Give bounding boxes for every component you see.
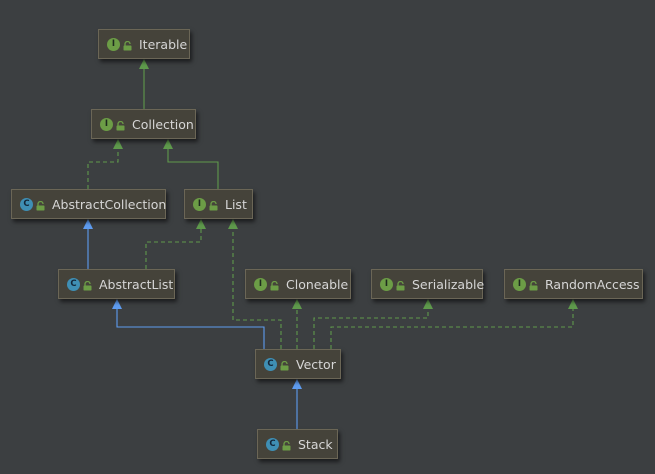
node-label: AbstractList (99, 276, 174, 292)
edge-stack-to-vector (292, 379, 302, 429)
lock-icon (396, 279, 405, 291)
interface-icon: I (100, 117, 113, 131)
node-serializable[interactable]: I Serializable (371, 269, 485, 299)
node-label: Stack (298, 436, 333, 452)
node-abstractcollection[interactable]: C AbstractCollection (11, 189, 166, 219)
edge-line (330, 308, 574, 349)
lock-icon (83, 279, 92, 291)
edge-line (87, 148, 119, 189)
class-icon: C (266, 437, 279, 451)
edge-line (313, 308, 429, 349)
node-label: Iterable (139, 36, 188, 52)
interface-icon: I (107, 37, 120, 51)
node-collection[interactable]: I Collection (91, 109, 196, 139)
class-icon: C (264, 357, 277, 371)
node-list[interactable]: I List (184, 189, 253, 219)
edge-vector-to-randomaccess (330, 299, 578, 349)
edge-line (145, 228, 202, 269)
lock-icon (209, 199, 218, 211)
node-label: Collection (132, 116, 194, 132)
arrowhead (163, 139, 173, 149)
edge-vector-to-serializable (313, 299, 433, 349)
edge-line (167, 148, 219, 189)
arrowhead (139, 59, 149, 69)
node-cloneable[interactable]: I Cloneable (245, 269, 351, 299)
node-iterable[interactable]: I Iterable (98, 29, 190, 59)
edge-line (232, 228, 282, 349)
edge-collection-to-iterable (139, 59, 149, 109)
arrowhead (292, 299, 302, 309)
node-vector[interactable]: C Vector (255, 349, 341, 379)
lock-icon (116, 119, 125, 131)
edge-abstractlist-to-list (145, 219, 206, 269)
edge-vector-to-cloneable (292, 299, 302, 349)
lock-icon (36, 199, 45, 211)
edge-list-to-collection (163, 139, 219, 189)
class-icon: C (20, 197, 33, 211)
interface-icon: I (513, 277, 526, 291)
node-label: AbstractCollection (52, 196, 167, 212)
node-label: List (225, 196, 247, 212)
edge-vector-to-abstractlist (112, 299, 265, 349)
edge-vector-to-list (228, 219, 282, 349)
node-randomaccess[interactable]: I RandomAccess (504, 269, 643, 299)
interface-icon: I (193, 197, 206, 211)
node-abstractlist[interactable]: C AbstractList (58, 269, 175, 299)
node-label: RandomAccess (545, 276, 640, 292)
arrowhead (292, 379, 302, 389)
node-label: Vector (296, 356, 336, 372)
lock-icon (529, 279, 538, 291)
node-label: Cloneable (286, 276, 349, 292)
interface-icon: I (380, 277, 393, 291)
lock-icon (280, 359, 289, 371)
edge-line (116, 308, 265, 349)
lock-icon (123, 39, 132, 51)
arrowhead (83, 219, 93, 229)
arrowhead (228, 219, 238, 229)
arrowhead (568, 299, 578, 309)
node-stack[interactable]: C Stack (257, 429, 338, 459)
edge-abstractlist-to-abstractcollection (83, 219, 93, 269)
interface-icon: I (254, 277, 267, 291)
arrowhead (196, 219, 206, 229)
class-icon: C (67, 277, 80, 291)
edge-abstractcollection-to-collection (87, 139, 123, 189)
lock-icon (282, 439, 291, 451)
arrowhead (112, 299, 122, 309)
lock-icon (270, 279, 279, 291)
node-label: Serializable (412, 276, 485, 292)
arrowhead (113, 139, 123, 149)
arrowhead (423, 299, 433, 309)
